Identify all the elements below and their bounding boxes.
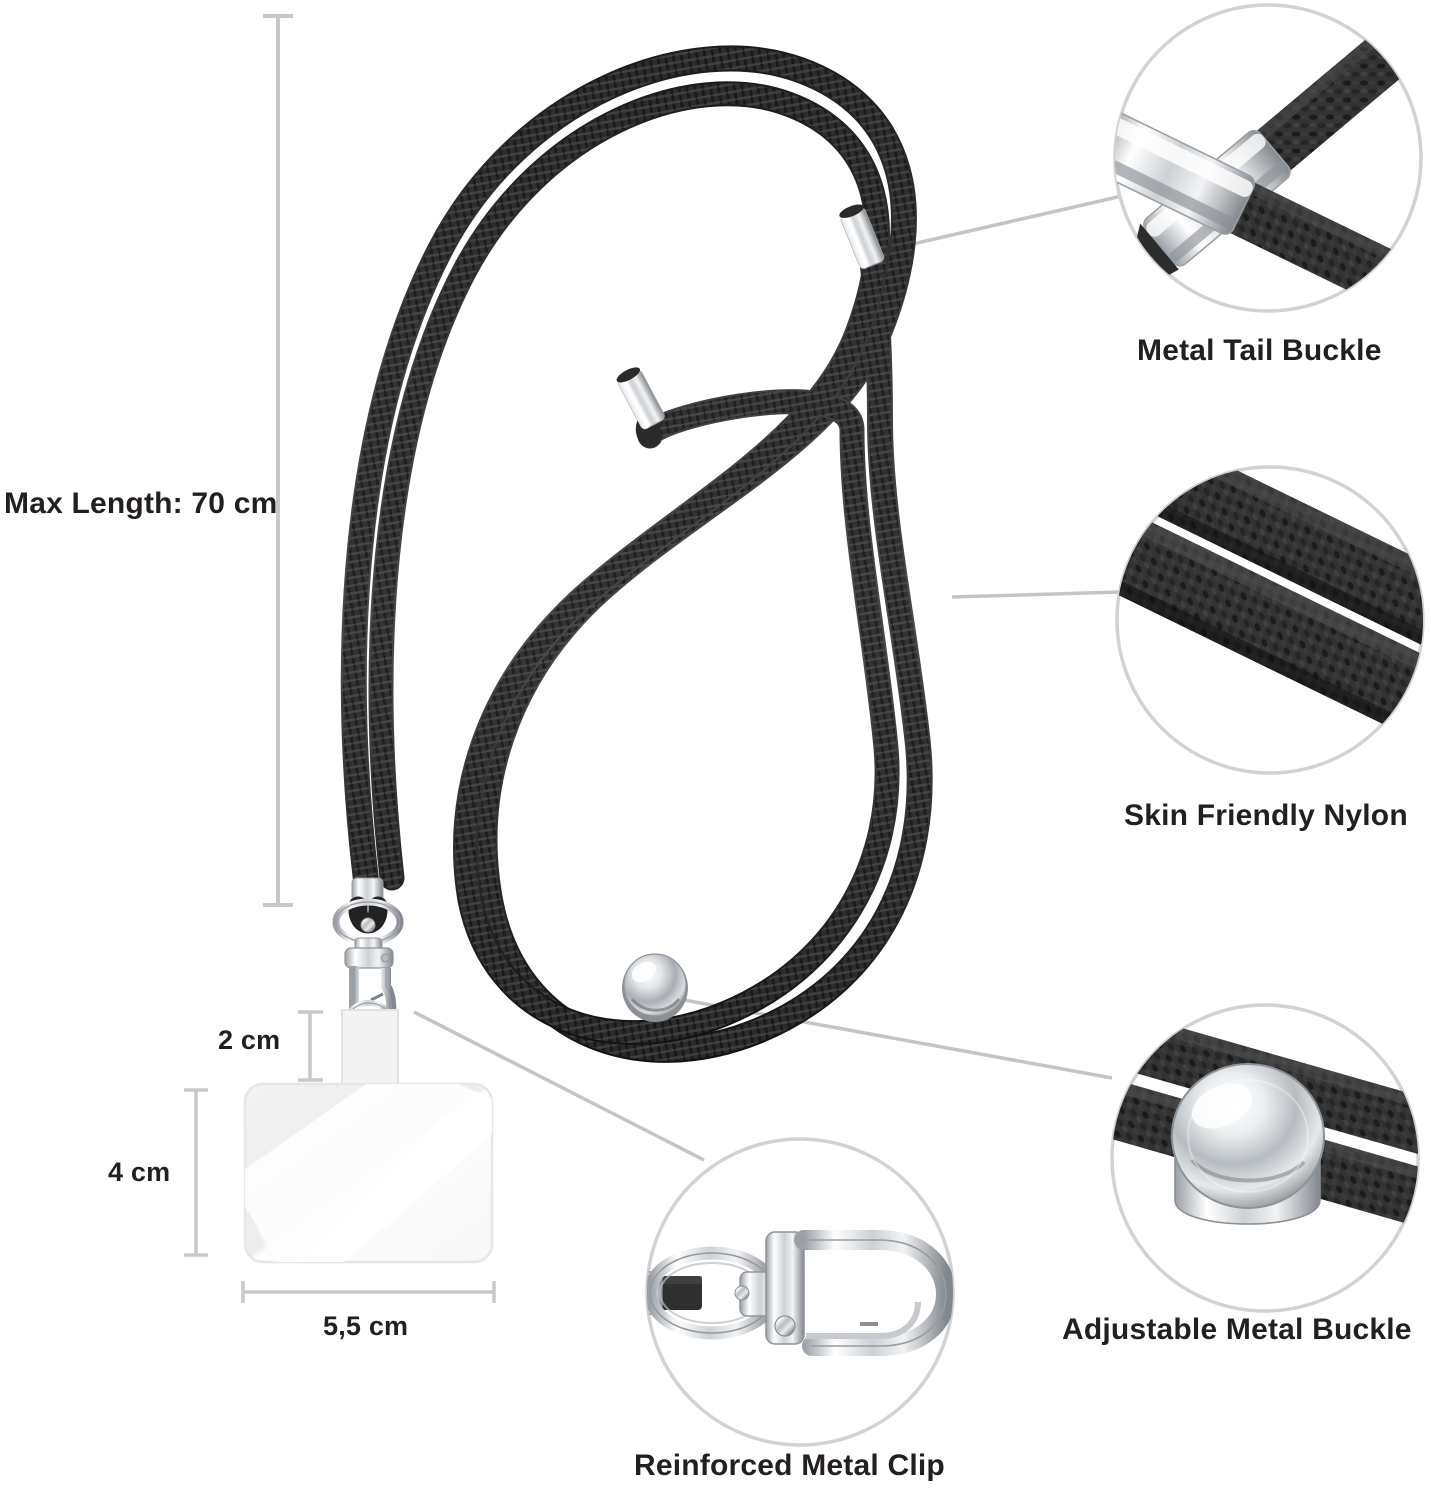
callout-metal-tail-buckle [1113,3,1423,313]
skin-friendly-nylon-label: Skin Friendly Nylon [1124,799,1408,832]
tail-cap-lower [1115,111,1256,235]
card-tab [341,1009,399,1091]
clip-lobster-body [765,1230,953,1356]
buckle-slider-bead [1171,1063,1325,1225]
dimension-guides [184,14,496,1303]
lanyard-illustration [243,45,933,1264]
callout-skin-friendly-nylon [1115,465,1425,775]
tab-height-label: 2 cm [218,1025,281,1055]
nylon-cord-lower [1117,495,1423,761]
clip-gate [806,1301,921,1339]
callout-adjustable-metal-buckle [1110,1003,1420,1313]
phone-card-pad [243,1009,494,1264]
metal-tail-cap-right [839,204,885,269]
nylon-cord-upper [1117,467,1423,682]
leader-metal-tail-buckle [877,194,1123,254]
card-highlight [245,1084,492,1262]
callout-leader-lines [413,194,1123,1162]
callout-reinforced-metal-clip [645,1137,955,1447]
metal-tail-cap-left [616,367,665,430]
card-height-label: 4 cm [108,1157,171,1187]
metal-tail-buckle-label: Metal Tail Buckle [1137,334,1382,367]
reinforced-metal-clip-label: Reinforced Metal Clip [634,1449,945,1482]
leader-metal-clip [413,1010,705,1162]
max-length-label: Max Length: 70 cm [4,487,278,520]
clip-detail-art [647,1230,953,1356]
leader-skin-nylon [951,590,1121,599]
cord-second-strand-texture [370,83,898,1043]
adjustable-metal-buckle-label: Adjustable Metal Buckle [1062,1313,1412,1346]
card-width-label: 5,5 cm [323,1311,409,1341]
adjustable-bead-main [622,953,688,1022]
